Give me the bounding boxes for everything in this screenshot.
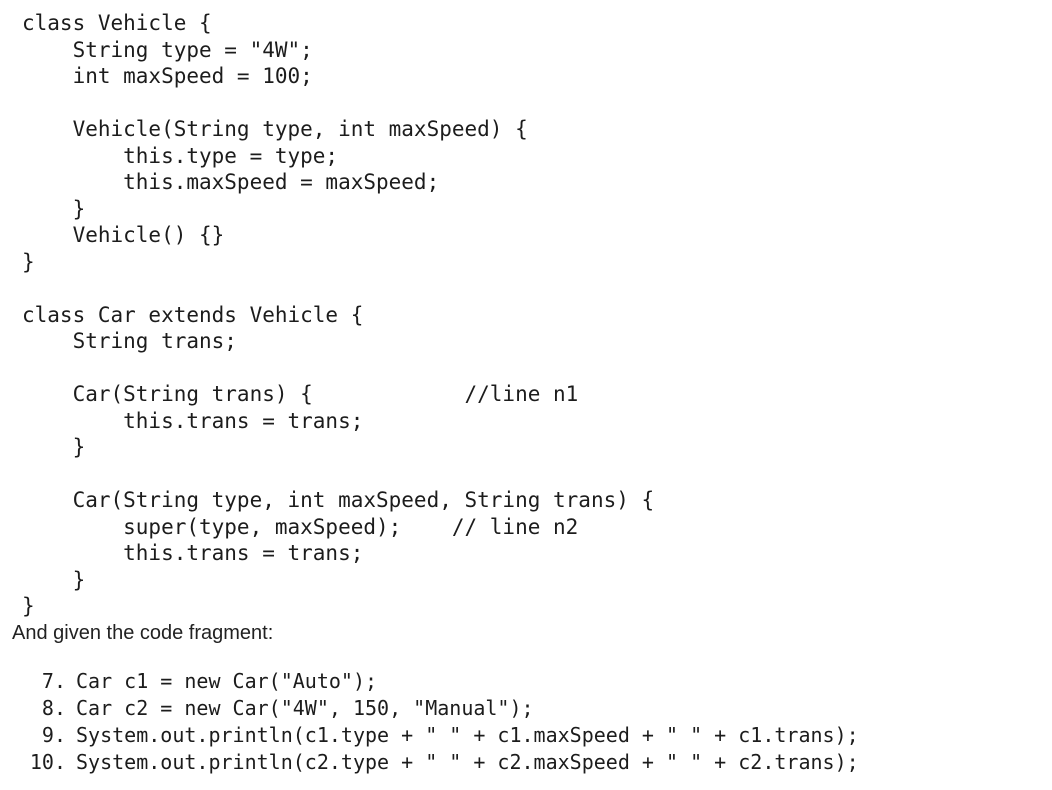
code-line: class Vehicle {: [22, 11, 212, 35]
code-line: class Car extends Vehicle {: [22, 302, 364, 327]
line-number: 10.: [29, 750, 66, 774]
line-number: 7.: [41, 669, 66, 693]
code-line: this.trans = trans;: [22, 408, 364, 433]
code-line: }: [22, 567, 86, 592]
code-line: int maxSpeed = 100;: [22, 64, 313, 88]
fragment-code: System.out.println(c1.type + " " + c1.ma…: [76, 723, 859, 747]
code-line: }: [22, 249, 35, 274]
code-line: this.maxSpeed = maxSpeed;: [22, 170, 440, 194]
fragment-line: 8. Car c2 = new Car("4W", 150, "Manual");: [12, 695, 859, 722]
code-line: String type = "4W";: [22, 37, 313, 62]
line-number: 9.: [41, 723, 66, 747]
code-line: [22, 461, 654, 488]
code-line: }: [22, 196, 86, 221]
code-line: super(type, maxSpeed); // line n2: [22, 514, 579, 539]
code-line: Vehicle() {}: [22, 223, 225, 247]
code-fragment: 7. Car c1 = new Car("Auto"); 8. Car c2 = ne…: [12, 668, 859, 776]
fragment-line: 7. Car c1 = new Car("Auto");: [12, 668, 859, 695]
code-line: this.trans = trans;: [22, 541, 364, 565]
fragment-line: 9. System.out.println(c1.type + " " + c1.…: [12, 722, 859, 749]
fragment-code: System.out.println(c2.type + " " + c2.ma…: [76, 750, 859, 774]
line-number: 8.: [41, 696, 66, 720]
code-line: [22, 90, 654, 117]
fragment-line: 10. System.out.println(c2.type + " " + c2…: [12, 749, 859, 776]
code-line: String trans;: [22, 329, 237, 353]
code-line: }: [22, 594, 35, 618]
code-line: [22, 355, 654, 382]
code-line: Car(String type, int maxSpeed, String tr…: [22, 488, 655, 512]
code-line: }: [22, 435, 86, 459]
fragment-code: Car c1 = new Car("Auto");: [76, 669, 378, 693]
code-line: Vehicle(String type, int maxSpeed) {: [22, 117, 528, 141]
code-line: this.type = type;: [22, 143, 339, 168]
fragment-code: Car c2 = new Car("4W", 150, "Manual");: [76, 696, 534, 720]
class-definitions-code: class Vehicle { String type = "4W"; int …: [22, 10, 654, 620]
code-line: Car(String trans) { //line n1: [22, 382, 579, 406]
code-line: [22, 275, 654, 302]
prose-intro: And given the code fragment:: [12, 622, 274, 644]
